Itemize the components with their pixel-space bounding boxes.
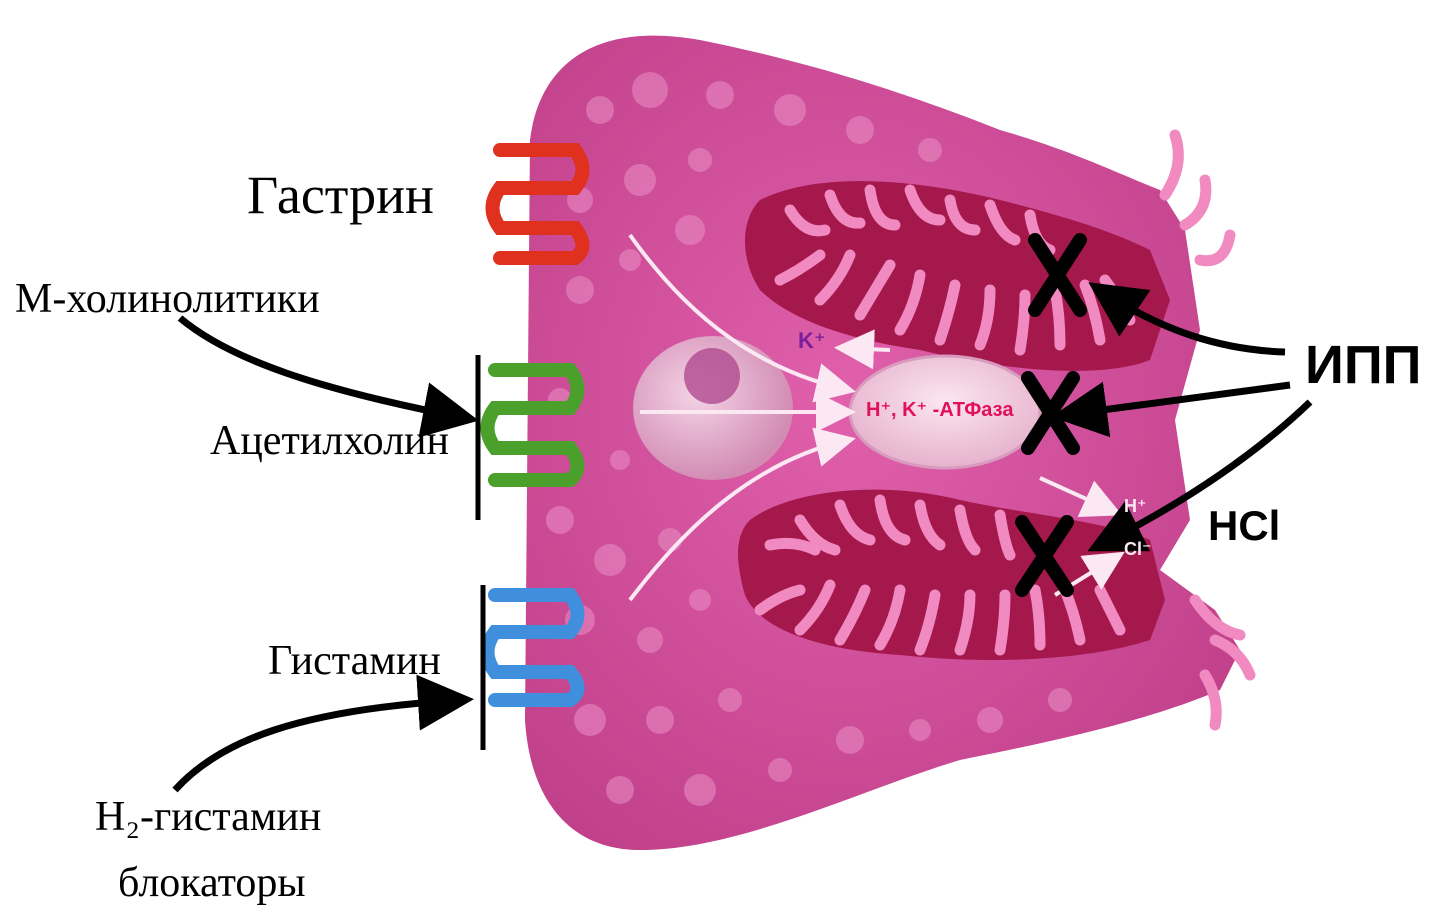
label-hcl: HCl: [1208, 505, 1280, 547]
label-ppi: ИПП: [1305, 338, 1421, 392]
label-h2-blockers-line2: блокаторы: [118, 862, 306, 904]
label-m-cholinolytics: М-холинолитики: [15, 278, 320, 320]
label-h2-blockers-line1: H₂-гистамин: [95, 796, 321, 838]
label-gastrin: Гастрин: [247, 168, 434, 222]
label-acetylcholine: Ацетилхолин: [210, 420, 449, 462]
label-proton-pump: H⁺, K⁺ -АТФаза: [866, 400, 1013, 420]
label-h-ion: H⁺: [1124, 497, 1147, 515]
label-histamine: Гистамин: [268, 640, 441, 682]
label-cl-ion: Cl⁻: [1124, 540, 1152, 558]
nucleolus: [684, 348, 740, 404]
label-k-ion: K⁺: [798, 330, 826, 352]
